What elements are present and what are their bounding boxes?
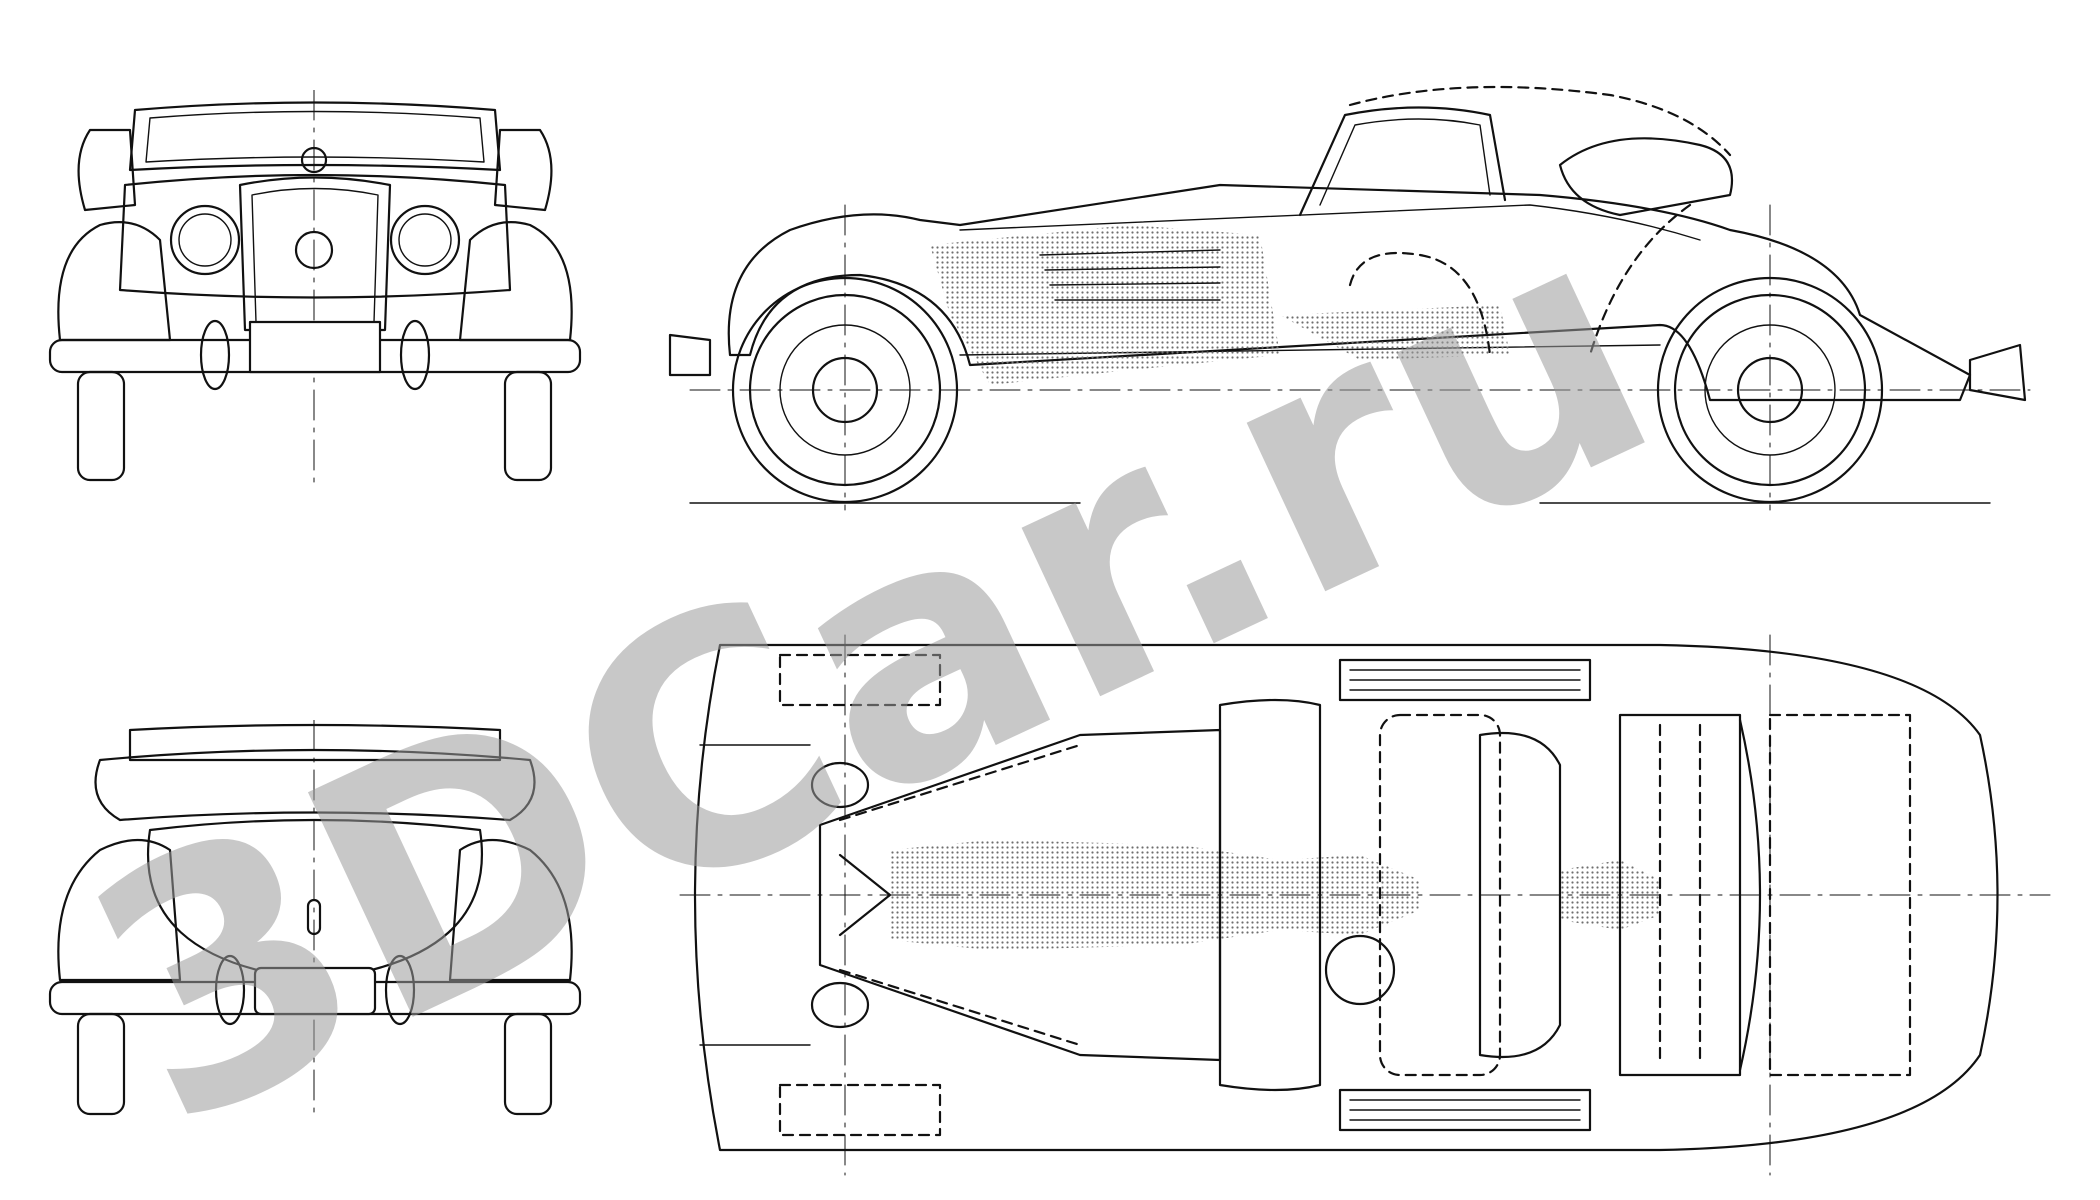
- rear-left-wheel: [76, 1012, 126, 1116]
- rear-bumper: [48, 954, 582, 1026]
- side-front-bumper: [668, 333, 712, 377]
- rear-right-wheel: [503, 1012, 553, 1116]
- top-running-boards: [1338, 658, 1592, 1132]
- front-left-hood-fold: [77, 128, 137, 212]
- top-rear-axle-shading: [1560, 860, 1660, 930]
- top-engine-shading: [890, 840, 1420, 950]
- front-right-headlamp: [389, 204, 461, 276]
- side-body: [727, 183, 1972, 402]
- rear-right-lamp: [384, 954, 416, 1026]
- top-rear-deck: [1738, 713, 1912, 1077]
- top-right-headlamp: [810, 981, 870, 1029]
- side-front-wheel: [731, 276, 959, 504]
- rear-license-plate: [253, 966, 377, 1016]
- top-body: [693, 643, 1999, 1152]
- side-view: [668, 85, 2031, 511]
- side-hood-louvres: [1039, 249, 1221, 301]
- front-windscreen: [128, 101, 502, 172]
- side-rear-wheel: [1656, 276, 1884, 504]
- side-chassis-shading: [1280, 305, 1510, 360]
- top-left-headlamp: [810, 761, 870, 809]
- rear-folded-hood: [94, 748, 536, 822]
- side-soft-top: [1298, 85, 1732, 357]
- top-seats: [1378, 713, 1742, 1077]
- front-star-emblem: [300, 146, 328, 174]
- top-grille-point: [838, 853, 892, 937]
- front-radiator-grille: [238, 146, 392, 332]
- rear-view: [48, 720, 582, 1121]
- front-left-headlamp: [169, 204, 241, 276]
- side-folded-top: [1558, 137, 1734, 217]
- front-body: [57, 173, 573, 342]
- side-engine-shading: [930, 225, 1280, 385]
- top-windscreen: [1218, 698, 1322, 1092]
- front-right-wheel: [503, 370, 553, 482]
- rear-body: [57, 818, 573, 982]
- rear-top-bar: [128, 723, 502, 762]
- front-bumper: [48, 319, 582, 391]
- front-right-hood-fold: [493, 128, 553, 212]
- rear-trunk-handle: [306, 898, 322, 936]
- top-view: [679, 634, 2051, 1176]
- front-left-wheel: [76, 370, 126, 482]
- rear-left-lamp: [214, 954, 246, 1026]
- top-front-wings: [778, 653, 942, 1137]
- front-view: [48, 90, 582, 491]
- rear-trunk-lid: [147, 818, 483, 982]
- side-rear-bumper: [1968, 343, 2027, 402]
- top-steering-wheel: [1324, 934, 1396, 1006]
